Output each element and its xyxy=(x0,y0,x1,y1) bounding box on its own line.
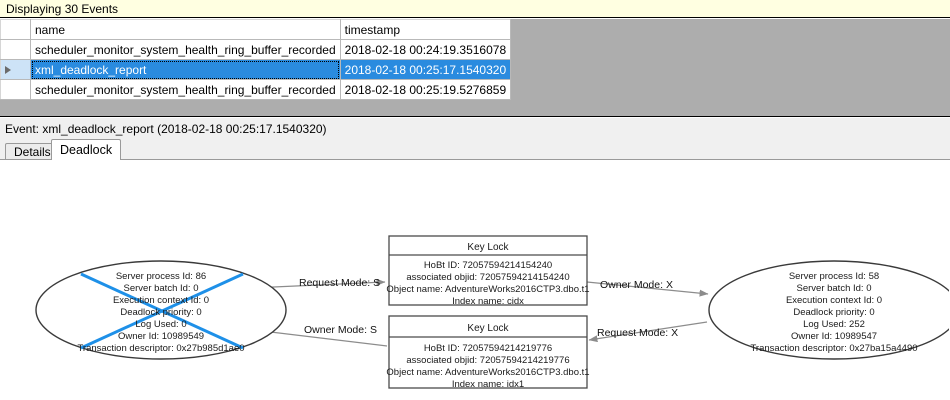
edge-left-owner-label: Owner Mode: S xyxy=(304,324,377,336)
process-right-line-6: Transaction descriptor: 0x27ba15a4490 xyxy=(750,343,917,354)
deadlock-graph-svg: Request Mode: S Owner Mode: S Owner Mode… xyxy=(35,235,949,390)
edge-right-request: Request Mode: X xyxy=(588,321,708,343)
cell-timestamp[interactable]: 2018-02-18 00:24:19.3516078 xyxy=(339,39,512,60)
process-left-line-0: Server process Id: 86 xyxy=(116,271,206,282)
cell-name[interactable]: scheduler_monitor_system_health_ring_buf… xyxy=(30,79,341,100)
process-right-line-2: Execution context Id: 0 xyxy=(786,295,882,306)
row-selector-cell[interactable] xyxy=(0,79,31,100)
bottom-key-lock-line-3: Index name: idx1 xyxy=(452,379,524,390)
process-left-line-2: Execution context Id: 0 xyxy=(113,295,209,306)
column-header-timestamp[interactable]: timestamp xyxy=(339,19,512,40)
edge-left-owner: Owner Mode: S xyxy=(253,324,388,347)
process-right-line-3: Deadlock priority: 0 xyxy=(793,307,874,318)
column-header-selector[interactable] xyxy=(0,19,31,40)
resource-node-top-key-lock[interactable]: Key Lock HoBt ID: 72057594214154240 asso… xyxy=(386,235,590,307)
bottom-key-lock-line-2: Object name: AdventureWorks2016CTP3.dbo.… xyxy=(386,367,589,378)
edge-right-owner: Owner Mode: X xyxy=(586,279,709,297)
edge-right-request-label: Request Mode: X xyxy=(597,327,678,339)
events-grid[interactable]: name timestamp scheduler_monitor_system_… xyxy=(0,19,950,117)
row-selector-cell[interactable] xyxy=(0,59,31,80)
resource-node-bottom-key-lock[interactable]: Key Lock HoBt ID: 72057594214219776 asso… xyxy=(386,315,590,390)
cell-timestamp[interactable]: 2018-02-18 00:25:17.1540320 xyxy=(339,59,512,80)
top-key-lock-line-1: associated objid: 72057594214154240 xyxy=(406,272,569,283)
process-node-left[interactable]: Server process Id: 86 Server batch Id: 0… xyxy=(35,260,287,360)
edge-left-request-label: Request Mode: S xyxy=(299,277,380,289)
bottom-key-lock-line-1: associated objid: 72057594214219776 xyxy=(406,355,569,366)
process-right-line-0: Server process Id: 58 xyxy=(789,271,879,282)
table-row[interactable]: scheduler_monitor_system_health_ring_buf… xyxy=(0,39,512,60)
process-right-line-1: Server batch Id: 0 xyxy=(797,283,872,294)
cell-name[interactable]: xml_deadlock_report xyxy=(30,59,341,80)
deadlock-graph-canvas[interactable]: Request Mode: S Owner Mode: S Owner Mode… xyxy=(0,159,950,400)
top-key-lock-line-0: HoBt ID: 72057594214154240 xyxy=(424,260,552,271)
current-row-marker-icon xyxy=(5,66,11,75)
bottom-key-lock-line-0: HoBt ID: 72057594214219776 xyxy=(424,343,552,354)
process-right-line-4: Log Used: 252 xyxy=(803,319,865,330)
events-table: name timestamp scheduler_monitor_system_… xyxy=(0,19,512,100)
table-row[interactable]: scheduler_monitor_system_health_ring_buf… xyxy=(0,79,512,100)
cell-name[interactable]: scheduler_monitor_system_health_ring_buf… xyxy=(30,39,341,60)
table-header-row: name timestamp xyxy=(0,19,512,40)
row-selector-cell[interactable] xyxy=(0,39,31,60)
process-left-line-1: Server batch Id: 0 xyxy=(124,283,199,294)
detail-tabstrip: Details Deadlock xyxy=(0,139,950,160)
process-left-line-5: Owner Id: 10989549 xyxy=(118,331,204,342)
top-key-lock-line-2: Object name: AdventureWorks2016CTP3.dbo.… xyxy=(386,284,589,295)
table-row-selected[interactable]: xml_deadlock_report 2018-02-18 00:25:17.… xyxy=(0,59,512,80)
process-right-line-5: Owner Id: 10989547 xyxy=(791,331,877,342)
process-left-line-6: Transaction descriptor: 0x27b985d1ae0 xyxy=(77,343,244,354)
event-detail-header: Event: xml_deadlock_report (2018-02-18 0… xyxy=(0,118,950,140)
column-header-name[interactable]: name xyxy=(30,19,341,40)
displaying-events-label: Displaying 30 Events xyxy=(6,1,119,16)
event-detail-title: Event: xml_deadlock_report (2018-02-18 0… xyxy=(5,122,327,136)
process-node-right[interactable]: Server process Id: 58 Server batch Id: 0… xyxy=(708,260,949,360)
top-key-lock-title: Key Lock xyxy=(467,242,509,253)
tab-deadlock[interactable]: Deadlock xyxy=(51,139,122,160)
top-key-lock-line-3: Index name: cidx xyxy=(452,296,524,307)
bottom-key-lock-title: Key Lock xyxy=(467,323,509,334)
displaying-events-banner: Displaying 30 Events xyxy=(0,0,950,18)
cell-timestamp[interactable]: 2018-02-18 00:25:19.5276859 xyxy=(339,79,512,100)
edge-right-owner-label: Owner Mode: X xyxy=(600,279,673,291)
process-left-line-4: Log Used: 0 xyxy=(135,319,186,330)
process-left-line-3: Deadlock priority: 0 xyxy=(120,307,201,318)
edge-left-request: Request Mode: S xyxy=(250,277,386,289)
